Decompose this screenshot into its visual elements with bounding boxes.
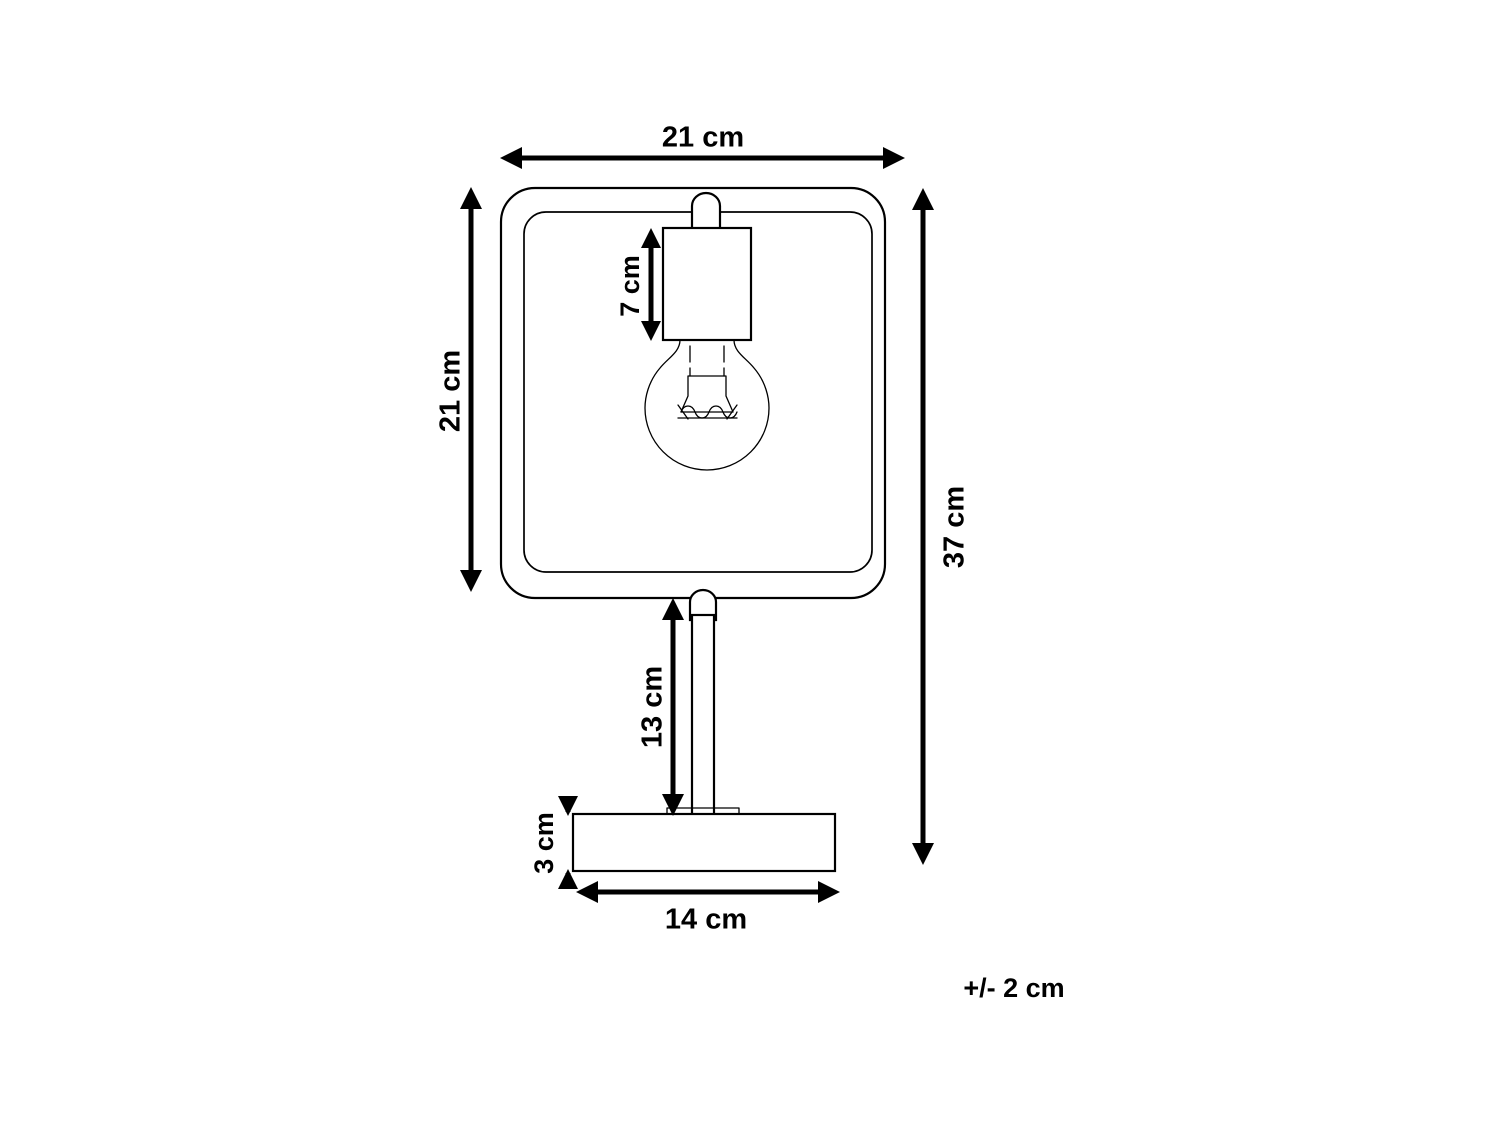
stem-top-cap: [688, 588, 718, 622]
light-bulb-glass: [644, 339, 770, 471]
filament-lead-right: [726, 404, 738, 420]
dimension-base-height: 3 cm: [529, 796, 578, 889]
dim-arrowhead-right: [883, 147, 905, 169]
socket-mount-nub: [690, 191, 722, 232]
dim-arrowhead-bottom: [912, 843, 934, 865]
dim-arrowhead-left: [500, 147, 522, 169]
dim-arrowhead-top: [641, 228, 661, 248]
dim-arrowhead-top: [662, 598, 684, 620]
dimension-stem-height: 13 cm: [637, 598, 684, 816]
dim-label-stem-height: 13 cm: [637, 666, 669, 748]
dim-arrowhead-top: [460, 187, 482, 209]
dim-label-base-height: 3 cm: [529, 812, 559, 874]
bulb-filament-coil: [680, 405, 738, 419]
lamp-stem: [690, 613, 716, 817]
tolerance-note: +/- 2 cm: [963, 973, 1064, 1003]
dim-arrowhead-bottom: [662, 794, 684, 816]
dim-arrowhead-bottom: [641, 321, 661, 341]
dim-label-base-width: 14 cm: [665, 904, 747, 936]
dim-label-socket-height: 7 cm: [615, 255, 645, 317]
filament-lead-left: [677, 404, 689, 420]
dimension-base-width: 14 cm: [576, 881, 840, 936]
dim-arrowhead-bottom: [460, 570, 482, 592]
lamp-illustration: [499, 186, 887, 873]
bulb-socket-housing: [661, 226, 753, 342]
dim-label-width-top: 21 cm: [662, 122, 744, 154]
dim-arrowhead-left: [576, 881, 598, 903]
dimension-socket-height: 7 cm: [615, 228, 661, 341]
dim-label-total-height: 37 cm: [939, 486, 971, 568]
dimension-width-top: 21 cm: [500, 122, 905, 169]
dim-arrowhead-bottom-outward: [558, 869, 578, 889]
dim-label-frame-height: 21 cm: [435, 350, 467, 432]
dim-arrowhead-right: [818, 881, 840, 903]
dim-arrowhead-top: [912, 188, 934, 210]
dimension-total-height: 37 cm: [912, 188, 971, 865]
lamp-base-plate: [571, 812, 837, 873]
dimension-frame-height: 21 cm: [435, 187, 482, 592]
dim-arrowhead-top-outward: [558, 796, 578, 816]
